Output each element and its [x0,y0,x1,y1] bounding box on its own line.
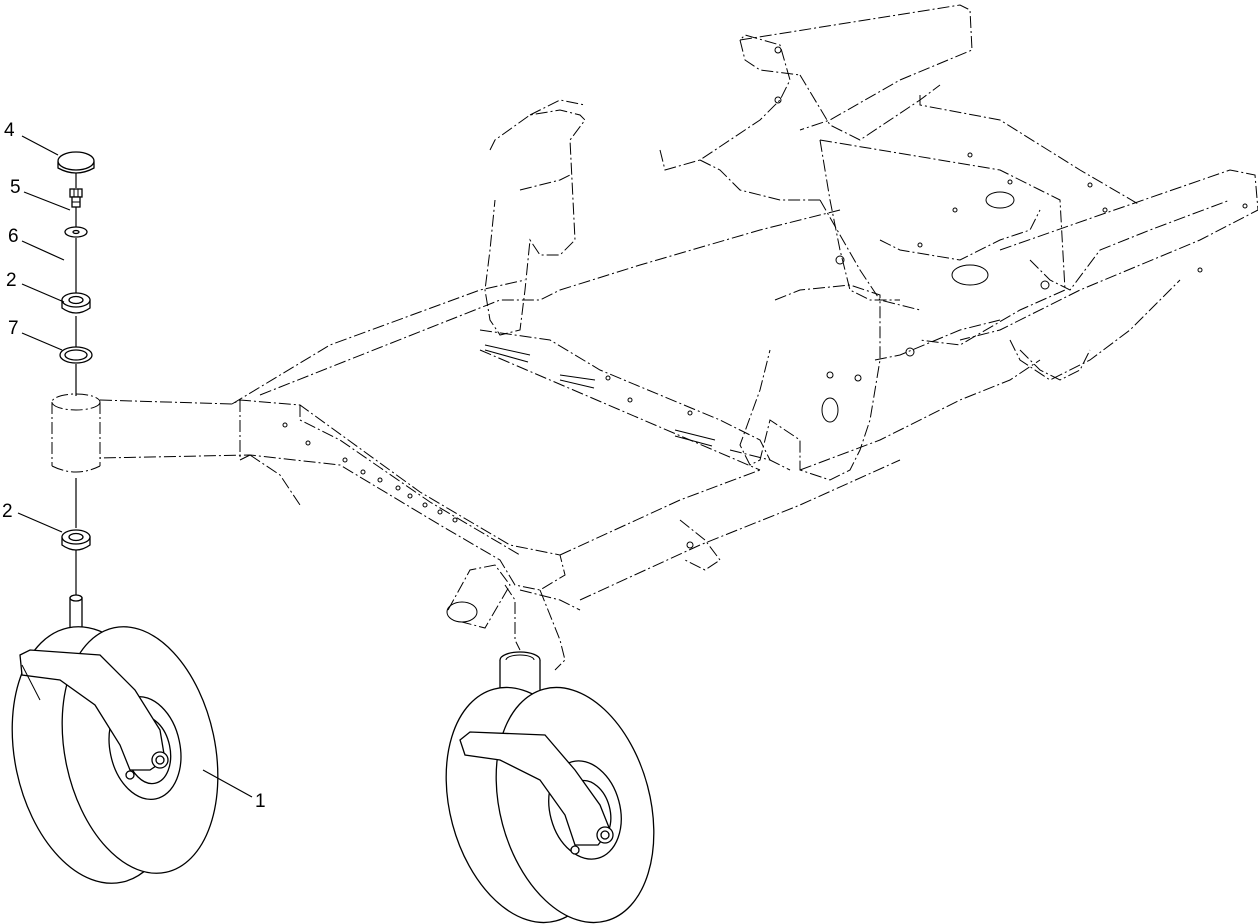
lower-bearing [61,529,91,551]
callout-2-lower: 2 [2,501,13,522]
callout-1: 1 [255,791,266,812]
mower-frame-phantom [99,4,1258,671]
callout-5: 5 [10,177,21,198]
caster-wheel-assembly-left [11,594,219,884]
dust-cap [57,151,95,174]
frame-holes [282,46,1248,549]
callout-6: 6 [8,226,19,247]
leader-lines [17,135,253,798]
callout-4: 4 [4,120,15,141]
caster-wheel-right [445,651,655,924]
callout-7: 7 [8,318,19,339]
upper-bearing [61,292,91,314]
bolt [69,188,83,208]
seal [59,346,93,364]
callouts: 4 5 6 2 7 2 1 [2,120,266,812]
washer [64,226,88,238]
pivot-tube-phantom [51,393,101,473]
callout-2-upper: 2 [6,270,17,291]
